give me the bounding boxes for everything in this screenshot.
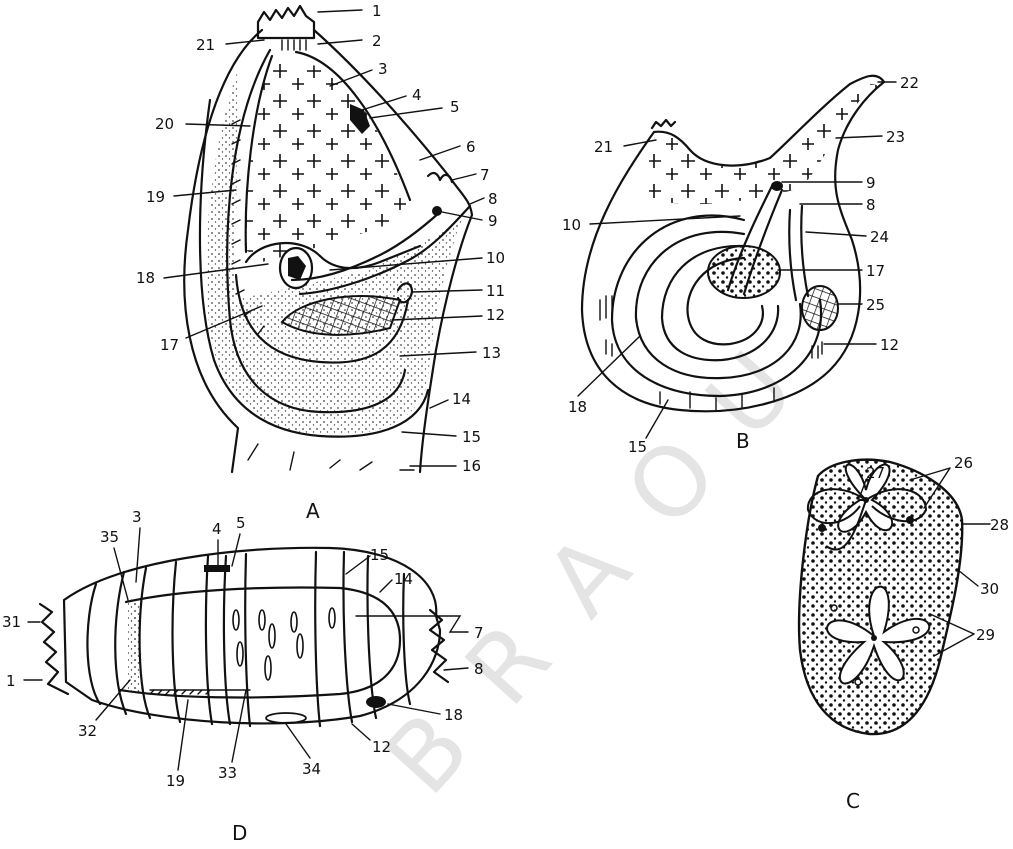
panel-label-a: A (306, 499, 320, 523)
label-a-3: 3 (378, 60, 388, 78)
label-a-4: 4 (412, 86, 422, 104)
label-d-4: 4 (212, 520, 222, 538)
panel-label-b: B (736, 429, 750, 453)
label-d-18: 18 (444, 706, 463, 724)
label-b-10: 10 (562, 216, 581, 234)
label-b-23: 23 (886, 128, 905, 146)
watermark-letter: R (444, 599, 575, 726)
label-b-21: 21 (594, 138, 613, 156)
label-a-11: 11 (486, 282, 505, 300)
label-a-15: 15 (462, 428, 481, 446)
label-b-25: 25 (866, 296, 885, 314)
label-b-17: 17 (866, 262, 885, 280)
label-a-14: 14 (452, 390, 471, 408)
label-b-22: 22 (900, 74, 919, 92)
label-c-30: 30 (980, 580, 999, 598)
panel-c-drawing (799, 460, 962, 734)
label-a-8: 8 (488, 190, 498, 208)
label-d-8: 8 (474, 660, 484, 678)
label-a-17: 17 (160, 336, 179, 354)
label-b-18: 18 (568, 398, 587, 416)
watermark-letter: U (685, 329, 818, 459)
label-a-21: 21 (196, 36, 215, 54)
label-b-24: 24 (870, 228, 889, 246)
label-d-3: 3 (132, 508, 142, 526)
label-d-33: 33 (218, 764, 237, 782)
watermark: B R A O U (364, 329, 818, 816)
panel-a-drawing (184, 6, 472, 472)
label-a-20: 20 (155, 115, 174, 133)
label-d-19: 19 (166, 772, 185, 790)
label-d-5: 5 (236, 514, 246, 532)
label-a-5: 5 (450, 98, 460, 116)
panel-label-d: D (232, 821, 247, 845)
label-a-6: 6 (466, 138, 476, 156)
label-a-18: 18 (136, 269, 155, 287)
label-c-27: 27 (866, 464, 885, 482)
label-d-34: 34 (302, 760, 321, 778)
label-b-12: 12 (880, 336, 899, 354)
label-d-31: 31 (2, 613, 21, 631)
label-c-26: 26 (954, 454, 973, 472)
panel-d-labels: 4 5 3 35 15 14 31 1 7 8 18 12 32 19 33 3… (2, 508, 484, 845)
label-d-32: 32 (78, 722, 97, 740)
label-d-35: 35 (100, 528, 119, 546)
label-a-1: 1 (372, 2, 382, 20)
label-b-9: 9 (866, 174, 876, 192)
label-b-15: 15 (628, 438, 647, 456)
label-a-2: 2 (372, 32, 382, 50)
label-d-14: 14 (394, 570, 413, 588)
label-d-7: 7 (474, 624, 484, 642)
label-a-16: 16 (462, 457, 481, 475)
label-a-12: 12 (486, 306, 505, 324)
label-d-1: 1 (6, 672, 16, 690)
label-c-28: 28 (990, 516, 1009, 534)
label-d-15: 15 (370, 546, 389, 564)
watermark-letter: A (524, 510, 654, 637)
label-a-7: 7 (480, 166, 490, 184)
watermark-letter: O (605, 414, 741, 548)
label-a-13: 13 (482, 344, 501, 362)
label-d-12: 12 (372, 738, 391, 756)
label-b-8: 8 (866, 196, 876, 214)
label-a-19: 19 (146, 188, 165, 206)
panel-label-c: C (846, 789, 860, 813)
label-a-9: 9 (488, 212, 498, 230)
label-c-29: 29 (976, 626, 995, 644)
label-a-10: 10 (486, 249, 505, 267)
